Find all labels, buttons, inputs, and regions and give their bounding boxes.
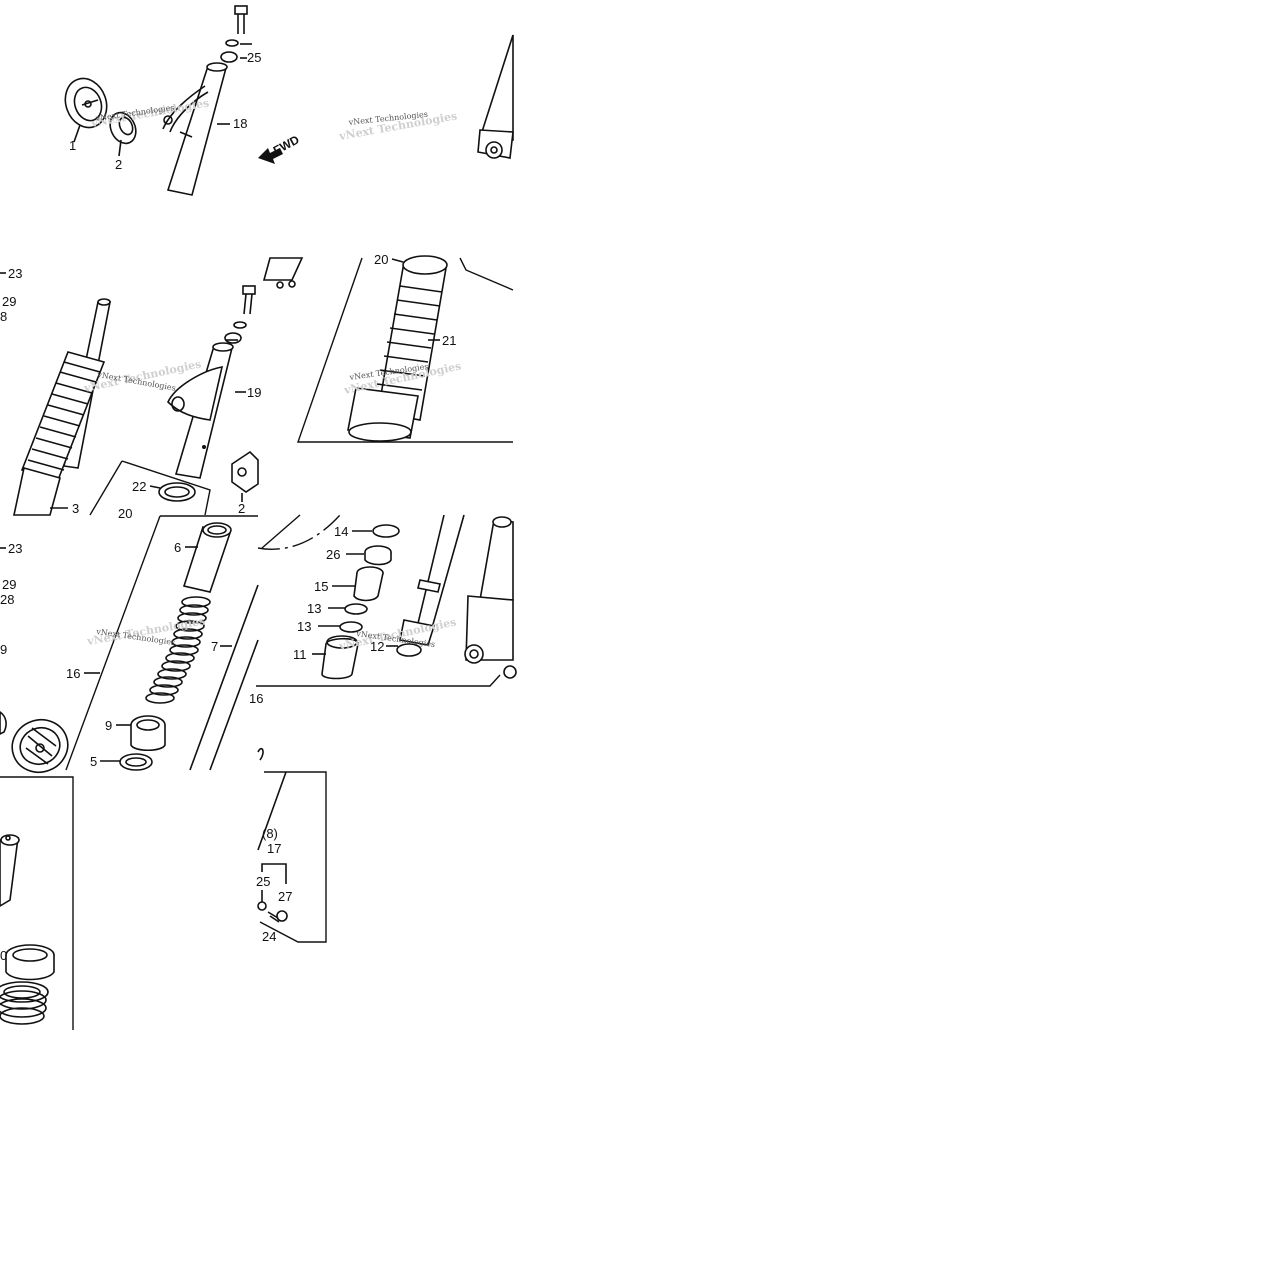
bolt-part-24 [267,910,288,923]
svg-text:6: 6 [174,540,181,555]
seal-stack [0,981,49,1025]
svg-text:18: 18 [233,116,247,131]
fork-tube-part-18 [162,62,228,196]
svg-text:16: 16 [66,666,80,681]
svg-text:23: 23 [8,266,22,281]
svg-text:2: 2 [115,157,122,172]
svg-text:16: 16 [249,691,263,706]
ring-part-5 [119,753,153,771]
svg-text:29: 29 [2,577,16,592]
svg-text:21: 21 [442,333,456,348]
svg-text:20: 20 [118,506,132,521]
svg-text:1: 1 [69,138,76,153]
tile-bottom-left: 0 [0,776,74,1030]
tile-mid-right: vNext Technologies vNext Technologies 20… [297,252,514,443]
tile-lower-center: vNext Technologies vNext Technologies 6 … [65,515,259,771]
svg-text:13: 13 [307,601,321,616]
tile-bottom-right: (8) 17 25 27 24 [256,747,327,944]
bushing [5,944,55,981]
tile-mid-left: 23 29 8 vNext Technologies vNext Technol… [0,266,202,516]
svg-text:7: 7 [211,639,218,654]
tile-top-left: FWD vNext Technologies vNext Technologie… [64,5,302,196]
upper-fork-fragment [262,257,304,289]
cap-fragment [0,711,69,774]
svg-text:15: 15 [314,579,328,594]
fork-slider-upper [477,34,514,159]
svg-text:28: 28 [0,592,14,607]
svg-text:25: 25 [256,874,270,889]
svg-text:2: 2 [238,501,245,516]
tile-mid-center: 22 20 19 2 [89,257,304,521]
svg-text:(8): (8) [262,826,278,841]
tile-top-right: vNext Technologies vNext Technologies [337,34,514,159]
forward-direction-marker: FWD [258,132,302,164]
spacer-part-6 [182,522,232,593]
svg-text:26: 26 [326,547,340,562]
fork-tube-lower [0,834,20,907]
tile-lower-right: vNext Technologies vNext Technologies 14… [249,514,517,706]
svg-text:8: 8 [0,309,7,324]
seal-part-2 [109,111,137,145]
svg-text:13: 13 [297,619,311,634]
svg-text:FWD: FWD [271,132,302,157]
fork-tube-with-bellows [13,298,111,516]
svg-text:9: 9 [0,642,7,657]
fork-slider-inner [396,514,465,657]
collar-part-9 [130,715,166,752]
spring-part-16 [145,596,211,704]
svg-text:29: 29 [2,294,16,309]
svg-text:23: 23 [8,541,22,556]
fork-tube-part-7 [189,584,259,771]
svg-text:3: 3 [72,501,79,516]
svg-text:25: 25 [247,50,261,65]
fork-cap-part-1 [64,77,108,129]
damper-parts [321,524,400,680]
svg-text:9: 9 [105,718,112,733]
bolt [220,5,248,63]
svg-text:22: 22 [132,479,146,494]
svg-text:24: 24 [262,929,276,944]
fork-tube-part-19 [167,342,234,479]
fork-slider-outer [464,516,517,679]
bolt-2 [224,285,256,344]
rubber-boot-part-21 [347,255,448,442]
svg-text:0: 0 [0,948,7,963]
svg-text:14: 14 [334,524,348,539]
svg-text:17: 17 [267,841,281,856]
tile-lower-left: 23 29 28 9 [0,541,69,774]
svg-text:5: 5 [90,754,97,769]
part-2-washer [231,450,259,493]
svg-text:11: 11 [293,647,307,662]
svg-text:27: 27 [278,889,292,904]
svg-text:12: 12 [370,639,384,654]
svg-text:20: 20 [374,252,388,267]
svg-text:19: 19 [247,385,261,400]
